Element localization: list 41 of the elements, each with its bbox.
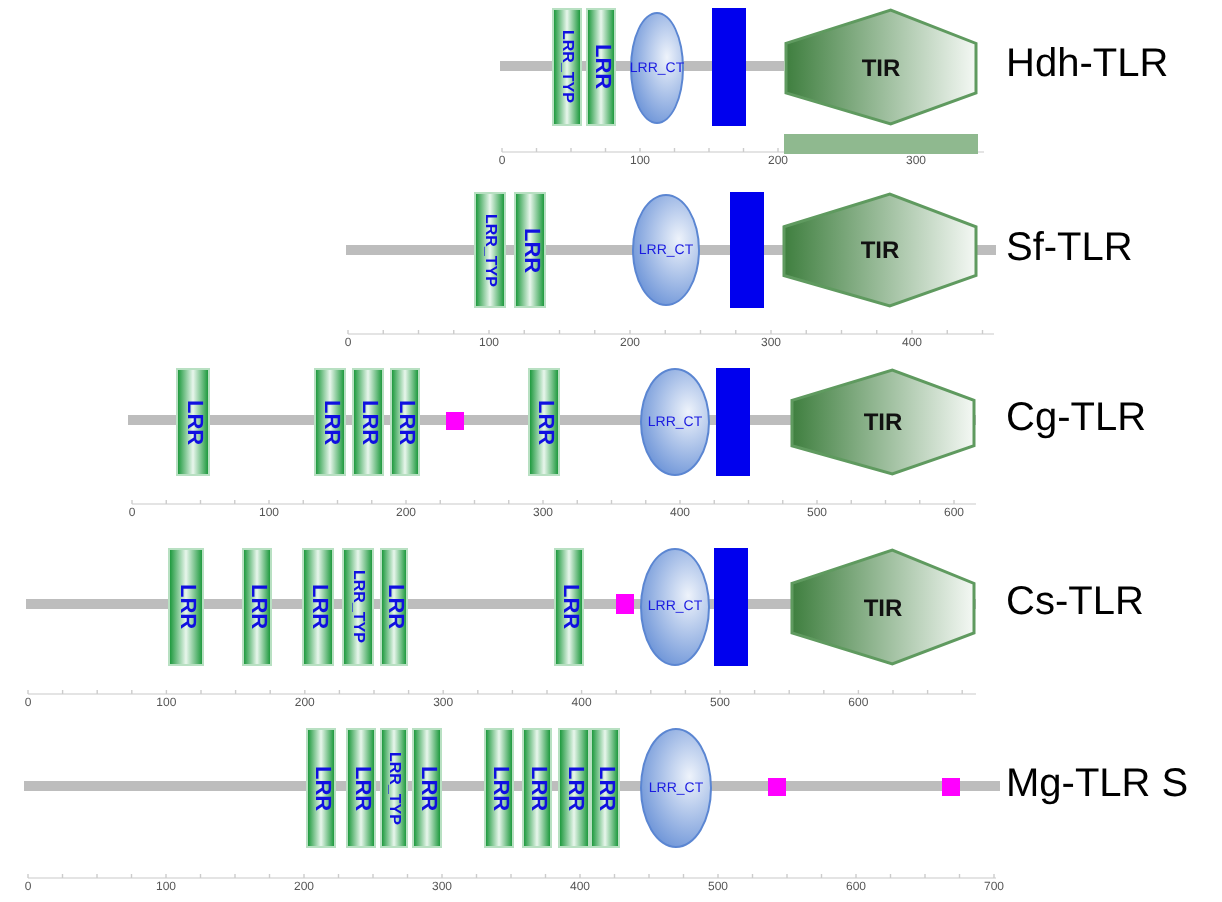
transmembrane-box <box>730 192 764 308</box>
domain-box: LRR_TYP <box>342 548 374 666</box>
domain-box: LRR <box>586 8 616 126</box>
domain-hexagon: TIR <box>782 192 978 308</box>
domain-box: LRR_TYP <box>552 8 582 126</box>
domain-hexagon: TIR <box>784 8 978 126</box>
domain-box: LRR <box>352 368 384 476</box>
domain-box: LRR <box>306 728 336 848</box>
protein-name: Cs-TLR <box>1006 580 1144 626</box>
domain-box: LRR_TYP <box>474 192 506 308</box>
domain-box: LRR <box>168 548 204 666</box>
domain-box: LRR <box>302 548 334 666</box>
motif-square <box>446 412 464 430</box>
domain-hexagon: TIR <box>790 548 976 666</box>
motif-square <box>616 594 634 614</box>
domain-box: LRR <box>346 728 376 848</box>
domain-box: LRR <box>554 548 584 666</box>
domain-box: LRR <box>528 368 560 476</box>
domain-box: LRR <box>176 368 210 476</box>
domain-box: LRR <box>380 548 408 666</box>
domain-box: LRR <box>558 728 590 848</box>
transmembrane-box <box>716 368 750 476</box>
region-bar <box>784 134 978 154</box>
domain-box: LRR <box>390 368 420 476</box>
domain-hexagon: TIR <box>790 368 976 476</box>
protein-name: Mg-TLR S <box>1006 762 1189 808</box>
protein-name: Sf-TLR <box>1006 226 1133 272</box>
protein-name: Hdh-TLR <box>1006 42 1169 88</box>
domain-box: LRR <box>314 368 346 476</box>
domain-box: LRR_TYP <box>380 728 408 848</box>
protein-name: Cg-TLR <box>1006 396 1147 442</box>
domain-box: LRR <box>514 192 546 308</box>
domain-box: LRR <box>412 728 442 848</box>
transmembrane-box <box>714 548 748 666</box>
transmembrane-box <box>712 8 746 126</box>
domain-box: LRR <box>484 728 514 848</box>
domain-box: LRR <box>242 548 272 666</box>
motif-square <box>942 778 960 796</box>
domain-box: LRR <box>590 728 620 848</box>
domain-box: LRR <box>522 728 552 848</box>
motif-square <box>768 778 786 796</box>
